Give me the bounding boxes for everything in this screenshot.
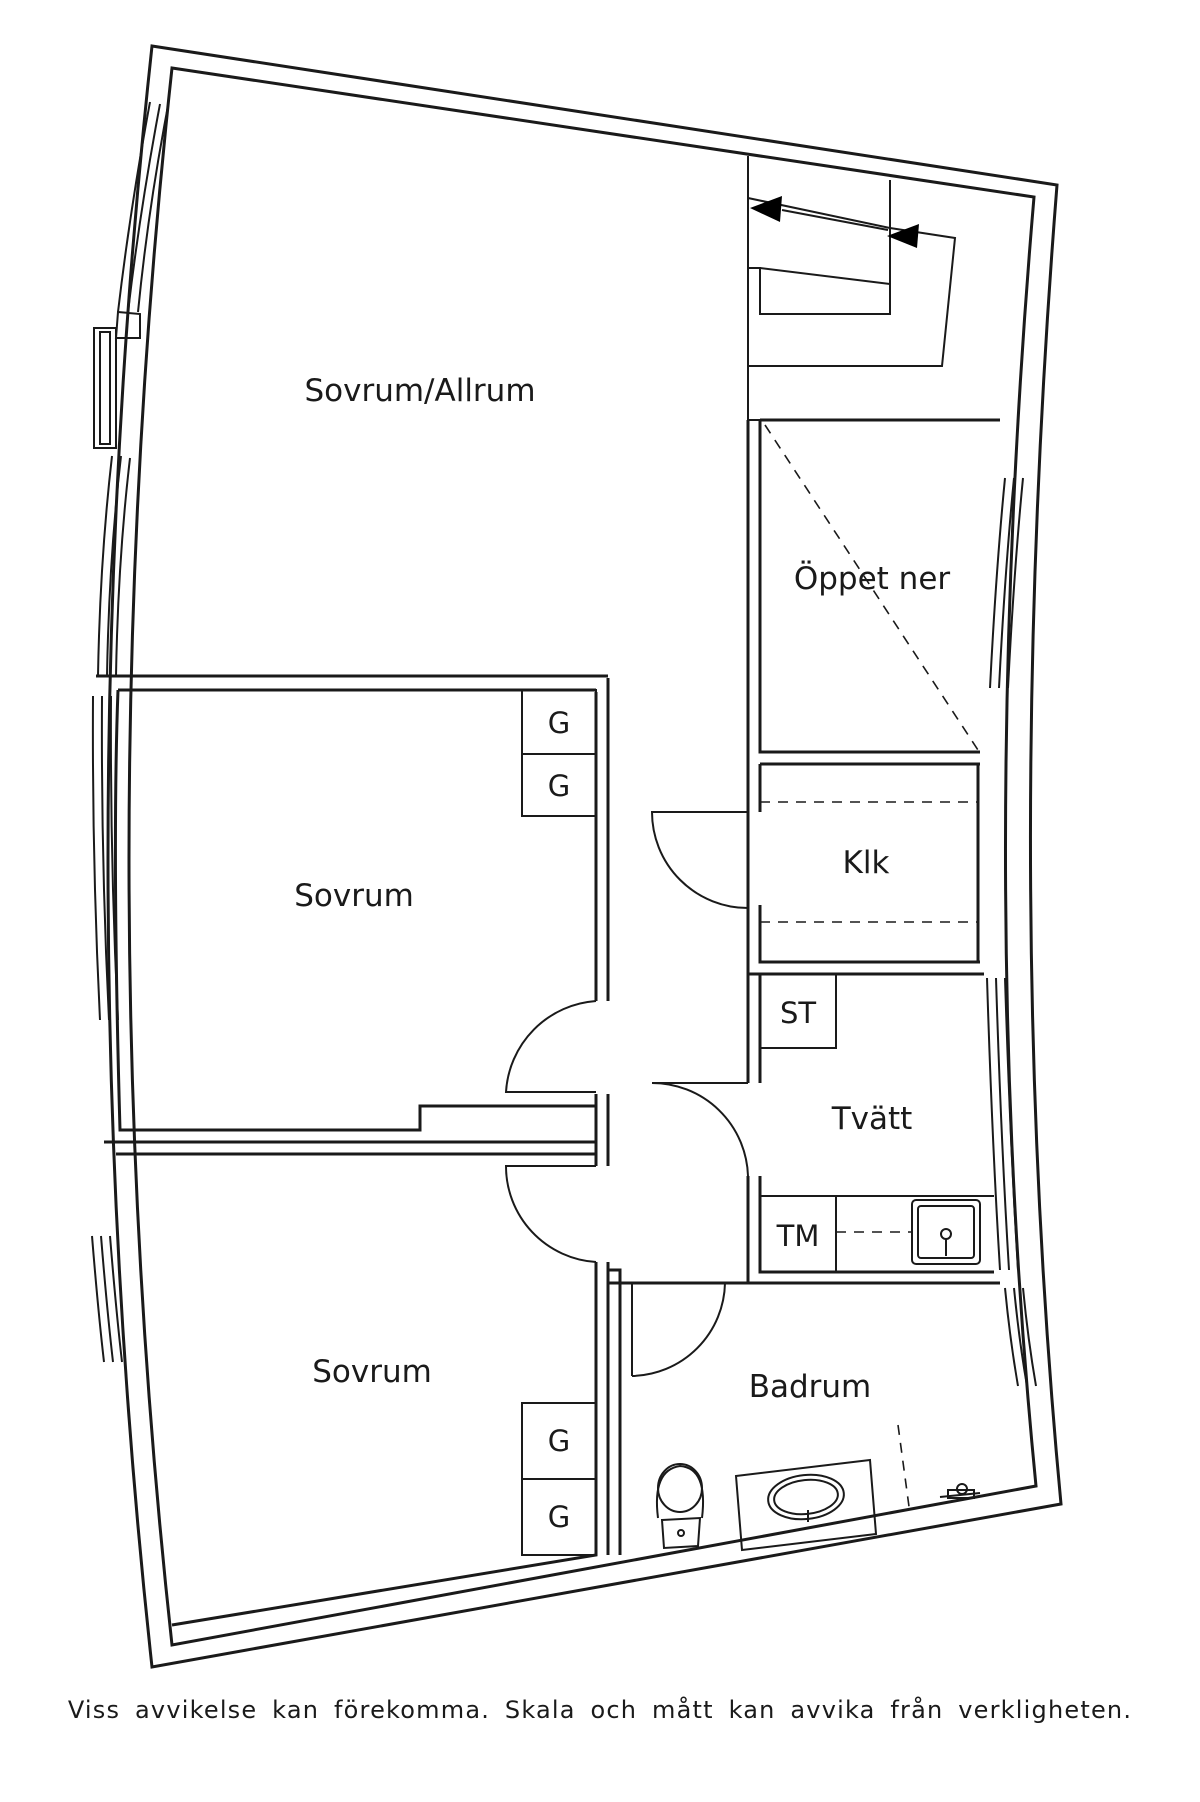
laundry-room xyxy=(651,972,1000,1285)
wardrobe-label-g1: G xyxy=(548,706,570,740)
disclaimer-text: Viss avvikelse kan förekomma. Skala och … xyxy=(67,1696,1133,1724)
stair-arrow-2 xyxy=(887,224,919,248)
room-label-allrum: Sovrum/Allrum xyxy=(304,373,535,409)
storage-st xyxy=(759,973,837,1049)
exterior-walls xyxy=(106,44,1063,1669)
window-right-lower xyxy=(986,977,1037,1387)
window-right-upper xyxy=(989,477,1024,689)
wardrobe-label-g3: G xyxy=(548,1424,570,1458)
washer-tm xyxy=(759,1195,837,1273)
closet-klk xyxy=(650,762,980,964)
room-label-tvatt: Tvätt xyxy=(831,1101,913,1137)
shower-line xyxy=(897,1424,911,1515)
room-label-badrum: Badrum xyxy=(749,1369,872,1405)
room-label-sovrum-2: Sovrum xyxy=(312,1354,432,1390)
room-label-klk: Klk xyxy=(843,845,890,881)
staircase xyxy=(747,156,1000,421)
wardrobe-label-g2: G xyxy=(548,769,570,803)
window-left-top xyxy=(114,101,169,339)
bedroom-2 xyxy=(116,1152,610,1627)
room-label-sovrum-1: Sovrum xyxy=(294,878,414,914)
bathroom-sink xyxy=(734,1458,878,1552)
window-left-middle xyxy=(91,455,131,1021)
washer-label-tm: TM xyxy=(776,1219,820,1253)
wardrobe-g2 xyxy=(521,753,597,817)
wardrobe-g4 xyxy=(521,1478,597,1556)
hallway-walls xyxy=(594,678,725,1285)
window-left-lower xyxy=(91,1235,123,1363)
storage-label-st: ST xyxy=(780,996,816,1030)
laundry-sink xyxy=(911,1199,981,1265)
wardrobe-label-g4: G xyxy=(548,1500,570,1534)
toilet xyxy=(656,1463,704,1550)
open-below-area xyxy=(746,418,1000,1083)
bathroom xyxy=(608,1281,1000,1555)
room-label-oppet-ner: Öppet ner xyxy=(794,560,951,597)
bedroom-1 xyxy=(96,674,608,1144)
stair-arrow-1 xyxy=(750,196,782,222)
window-left-bay xyxy=(93,327,117,449)
shower-faucet xyxy=(939,1483,981,1499)
